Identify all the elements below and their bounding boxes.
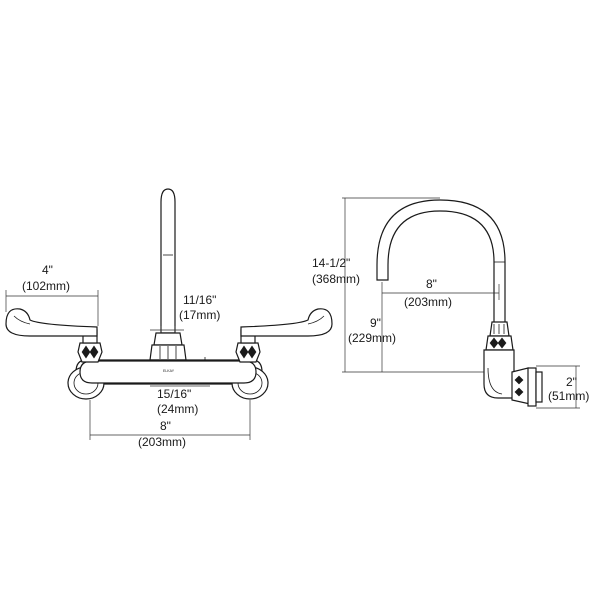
spout-reach-mm: (203mm) bbox=[404, 295, 452, 309]
inlet-diameter-mm: (24mm) bbox=[157, 402, 198, 416]
side-gooseneck-outer bbox=[376, 199, 506, 322]
center-spacing-mm: (203mm) bbox=[138, 435, 186, 449]
spout-diameter-inch: 11/16" bbox=[183, 293, 216, 307]
inlet-height-mm: (51mm) bbox=[548, 389, 589, 403]
center-spacing-inch: 8" bbox=[160, 419, 171, 433]
side-flange bbox=[511, 367, 531, 405]
overall-height-mm: (368mm) bbox=[312, 272, 360, 286]
spout-reach-inch: 8" bbox=[426, 277, 437, 291]
inlet-diameter-inch: 15/16" bbox=[157, 387, 191, 401]
spout-clearance-inch: 9" bbox=[370, 316, 381, 330]
handle-reach-mm: (102mm) bbox=[22, 279, 70, 293]
side-gooseneck-inner bbox=[387, 210, 495, 322]
front-spout bbox=[160, 188, 176, 334]
inlet-height-inch: 2" bbox=[566, 375, 577, 389]
left-handle bbox=[5, 308, 98, 337]
spout-clearance-mm: (229mm) bbox=[348, 331, 396, 345]
spout-collar bbox=[153, 332, 183, 346]
svg-text:ELKAY: ELKAY bbox=[163, 369, 175, 373]
overall-height-inch: 14-1/2" bbox=[312, 256, 350, 270]
spout-diameter-mm: (17mm) bbox=[179, 308, 220, 322]
handle-reach-inch: 4" bbox=[42, 263, 53, 277]
right-handle bbox=[240, 308, 333, 337]
right-valve bbox=[235, 329, 261, 363]
front-view: ELKAY ELKAY 4" bbox=[5, 188, 333, 449]
side-view: 14-1/2" (368mm) 8" (203mm) 9" (229mm) 2"… bbox=[312, 197, 589, 409]
